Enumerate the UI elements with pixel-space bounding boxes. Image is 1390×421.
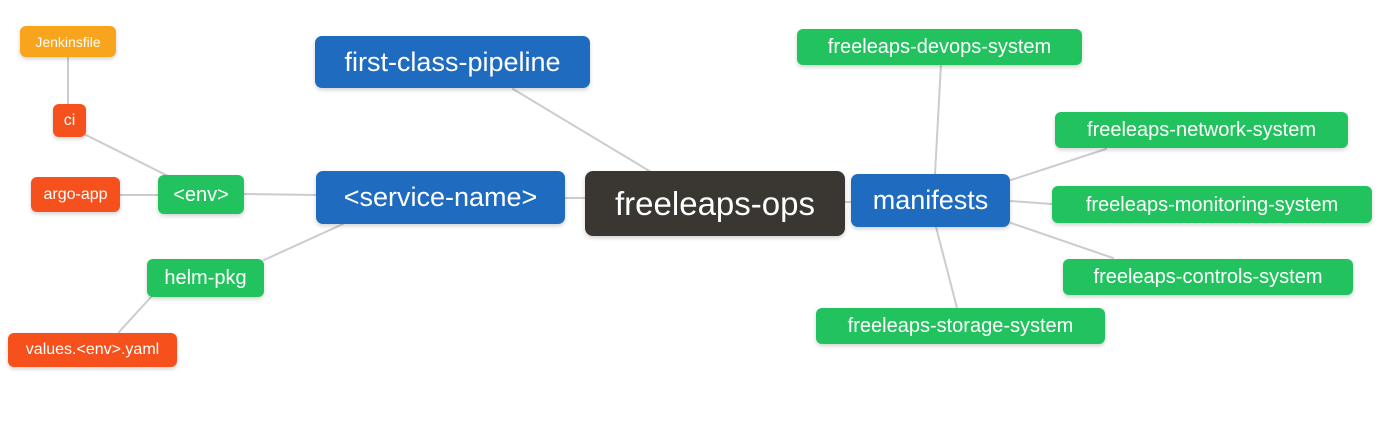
edge-values-helm-pkg (118, 296, 152, 333)
edge-manifests-controls (1010, 222, 1114, 259)
node-freeleaps-controls-system[interactable]: freeleaps-controls-system (1063, 259, 1353, 295)
node-freeleaps-ops[interactable]: freeleaps-ops (585, 171, 845, 236)
edge-helm-pkg-service-name (263, 223, 344, 261)
edge-manifests-storage (935, 226, 958, 309)
edge-env-service-name (243, 193, 317, 196)
edge-ci-env (83, 133, 171, 178)
node-jenkinsfile[interactable]: Jenkinsfile (20, 26, 116, 57)
node-manifests[interactable]: manifests (851, 174, 1010, 227)
node-freeleaps-storage-system[interactable]: freeleaps-storage-system (816, 308, 1105, 344)
edge-manifests-devops (934, 63, 942, 175)
node-freeleaps-network-system[interactable]: freeleaps-network-system (1055, 112, 1348, 148)
edge-pipeline-freeleaps-ops (512, 88, 652, 173)
node-env[interactable]: <env> (158, 175, 244, 214)
edge-manifests-network (1010, 148, 1107, 181)
node-argo-app[interactable]: argo-app (31, 177, 120, 212)
node-first-class-pipeline[interactable]: first-class-pipeline (315, 36, 590, 88)
node-values-env-yaml[interactable]: values.<env>.yaml (8, 333, 177, 367)
node-ci[interactable]: ci (53, 104, 86, 137)
node-helm-pkg[interactable]: helm-pkg (147, 259, 264, 297)
node-freeleaps-monitoring-system[interactable]: freeleaps-monitoring-system (1052, 186, 1372, 223)
node-service-name[interactable]: <service-name> (316, 171, 565, 224)
node-freeleaps-devops-system[interactable]: freeleaps-devops-system (797, 29, 1082, 65)
edge-manifests-monitoring (1009, 200, 1053, 205)
